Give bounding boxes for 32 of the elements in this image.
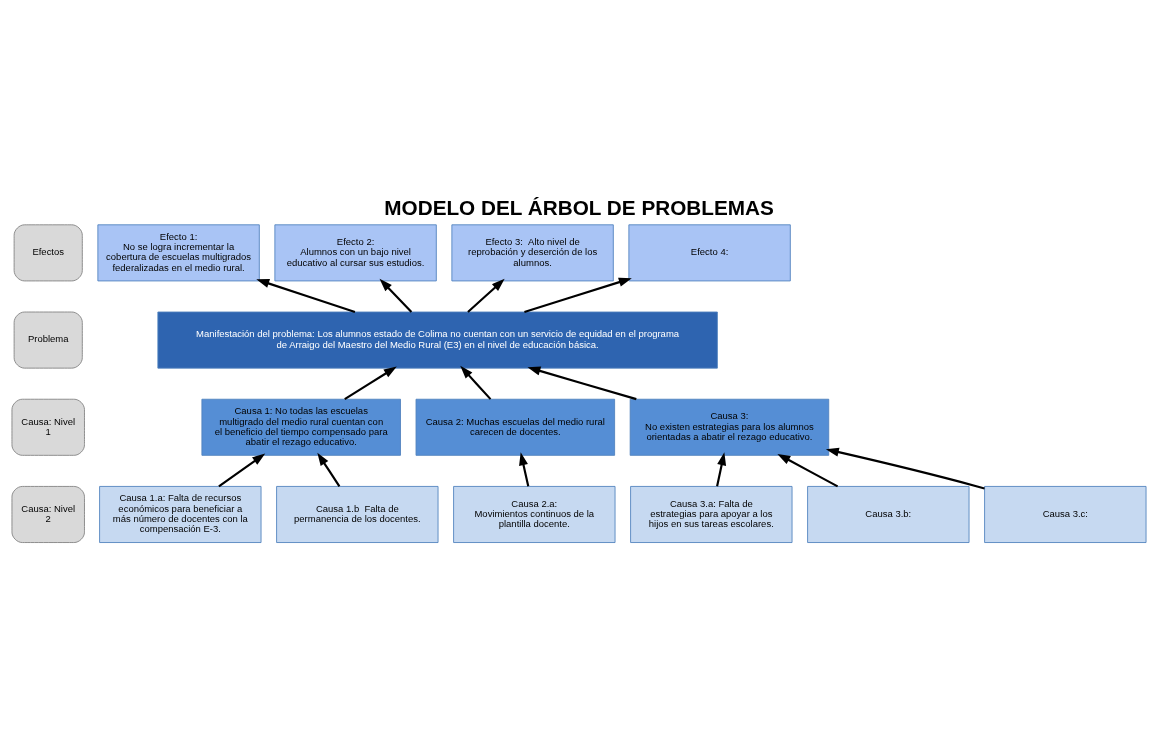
arrow [344,366,397,401]
arrow [218,453,266,488]
arrow [317,452,341,487]
diagram-title: MODELO DEL ÁRBOL DE PROBLEMAS [384,195,774,219]
node-box: Problema [13,311,83,369]
arrow [524,277,632,313]
node-box: Causa: Nivel 2 [11,486,85,543]
arrow [379,278,413,313]
node-box: Causa 1.b Falta de permanencia de los docentes. [276,486,439,543]
arrow [467,278,505,313]
node-box: Causa 2.a: Movimientos continuos de la plantilla docente. [453,486,616,543]
arrow [527,366,637,401]
node-box: Manifestación del problema: Los alumnos estado de Colima no cuentan con un servicio de equidad en el programa de Arraigo del Maestro del Medio Rural (E3) en el nivel de educación básica. [157,311,718,369]
node-box: Efecto 1: No se logra incrementar la cobertura de escuelas multigrados federalizadas en el medio rural. [97,224,260,282]
node-box: Causa 3.b: [807,486,970,543]
node-box: Causa 3: No existen estrategias para los alumnos orientadas a abatir el rezago educativo. [629,398,830,456]
node-box: Efecto 2: Alumnos con un bajo nivel educativo al cursar sus estudios. [274,224,437,282]
arrow [716,452,727,487]
node-box: Causa 1.a: Falta de recursos económicos para beneficiar a más número de docentes con la compensación E-3. [99,486,262,543]
node-box: Efectos [13,224,83,282]
arrow [256,279,356,313]
node-box: Efecto 4: [628,224,791,282]
arrow [777,453,839,488]
arrow [460,365,492,400]
node-box: Efecto 3: Alto nivel de reprobación y deserción de los alumnos. [451,224,614,282]
node-box: Causa 1: No todas las escuelas multigrado del medio rural cuentan con el beneficio del tiempo compensado para abatir el rezago educativo. [201,398,401,456]
node-box: Causa 3.a: Falta de estrategias para apoyar a los hijos en sus tareas escolares. [630,486,793,543]
node-box: Causa 3.c: [984,486,1147,543]
node-box: Causa 2: Muchas escuelas del medio rural carecen de docentes. [415,398,616,456]
node-box: Causa: Nivel 1 [11,398,85,456]
arrow [825,447,985,490]
arrow [519,452,530,487]
